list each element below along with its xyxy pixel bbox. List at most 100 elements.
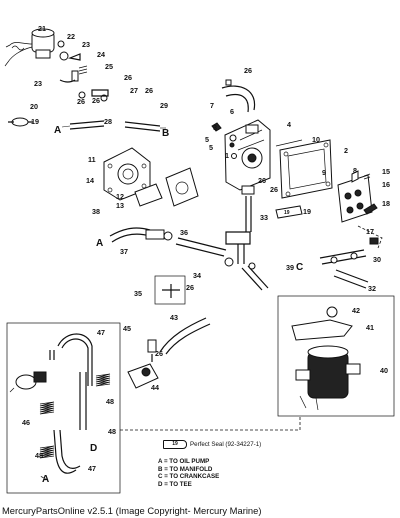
solenoid-valve: [4, 28, 55, 67]
callout-24: 24: [97, 50, 105, 59]
callout-15: 15: [382, 167, 390, 176]
callout-39: 39: [286, 263, 294, 272]
callout-26: 26: [258, 176, 266, 185]
callout-26: 26: [92, 96, 100, 105]
callout-33: 33: [260, 213, 268, 222]
callout-28: 28: [104, 117, 112, 126]
fuel-filter-40: [291, 306, 361, 411]
hose-47-assembly: [9, 333, 93, 474]
callout-3: 3: [213, 123, 217, 132]
clamp: [225, 79, 232, 86]
legend-line: D = TO TEE: [158, 480, 192, 488]
callout-47: 47: [97, 328, 105, 337]
gasket-2: [275, 139, 333, 199]
callout-26: 26: [77, 97, 85, 106]
callout-7: 7: [210, 101, 214, 110]
callout-36: 36: [180, 228, 188, 237]
callout-29: 29: [160, 101, 168, 110]
springs-48: [39, 373, 111, 459]
filter-box: [277, 295, 395, 417]
callout-5: 5: [209, 143, 213, 152]
hose-43: [159, 317, 211, 355]
callout-11: 11: [88, 155, 96, 164]
hose-26-top: [221, 85, 256, 113]
callout-30: 30: [373, 255, 381, 264]
callout-27: 27: [130, 86, 138, 95]
callout-14: 14: [86, 176, 94, 185]
callout-26: 26: [270, 185, 278, 194]
callout-26: 26: [124, 73, 132, 82]
connection-legend: A = TO OIL PUMP B = TO MANIFOLD C = TO C…: [158, 458, 219, 488]
hose-30-32: [319, 249, 369, 289]
callout-44: 44: [151, 383, 159, 392]
gasket-12: [134, 183, 163, 207]
legend-line: C = TO CRANKCASE: [158, 473, 220, 481]
fitting-37: [145, 229, 173, 241]
connection-letter-c: C: [296, 262, 303, 273]
callout-26: 26: [145, 86, 153, 95]
check-valve-44: [127, 339, 159, 389]
callout-2: 2: [344, 146, 348, 155]
leader-17: [357, 225, 383, 249]
callout-48: 48: [106, 397, 114, 406]
callout-10: 10: [312, 135, 320, 144]
callout-43: 43: [170, 313, 178, 322]
connection-letter-a: A: [96, 238, 103, 249]
callout-1: 1: [225, 151, 229, 160]
callout-32: 32: [368, 284, 376, 293]
callout-41: 41: [366, 323, 374, 332]
callout-17: 17: [366, 227, 374, 236]
callout-16: 16: [382, 180, 390, 189]
callout-20: 20: [30, 102, 38, 111]
callout-18: 18: [382, 199, 390, 208]
callout-42: 42: [352, 306, 360, 315]
callout-45: 45: [123, 324, 131, 333]
callout-22: 22: [67, 32, 75, 41]
callout-5: 5: [205, 135, 209, 144]
legend-line: B = TO MANIFOLD: [158, 465, 213, 473]
fitting-18: [369, 237, 379, 245]
callout-48: 48: [35, 451, 43, 460]
connection-letters: A B A C D A: [42, 125, 303, 485]
tee-and-hoses: [175, 231, 269, 291]
callout-4: 4: [287, 120, 291, 129]
callout-26: 26: [244, 66, 252, 75]
callout-13: 13: [116, 201, 124, 210]
callout-6: 6: [230, 107, 234, 116]
fittings-group-top: [8, 40, 109, 127]
seal-tube-label: 19: [163, 440, 187, 449]
callout-25: 25: [105, 62, 113, 71]
legend-line: A = TO OIL PUMP: [158, 458, 210, 465]
callout-19: 19: [31, 117, 39, 126]
callout-23: 23: [34, 79, 42, 88]
seal-text: Perfect Seal (92-34227-1): [190, 441, 262, 448]
connection-letter-b: B: [162, 128, 169, 139]
callout-35: 35: [134, 289, 142, 298]
callout-48: 48: [108, 427, 116, 436]
callout-38: 38: [92, 207, 100, 216]
connection-letter-a: A: [54, 125, 61, 136]
callout-9: 9: [322, 168, 326, 177]
callout-47: 47: [88, 464, 96, 473]
fuel-block-16: [337, 170, 378, 223]
hose-33: [245, 196, 252, 232]
hose-box: [6, 322, 121, 494]
tee-35-box: [154, 275, 186, 305]
callout-26: 26: [186, 283, 194, 292]
callout-21: 21: [38, 24, 46, 33]
callout-23: 23: [82, 40, 90, 49]
callout-40: 40: [380, 366, 388, 375]
hose-38: [109, 227, 151, 243]
connection-letter-d: D: [90, 443, 97, 454]
copyright-footer: MercuryPartsOnline v2.5.1 (Image Copyrig…: [2, 505, 262, 516]
connection-letter-a: A: [42, 474, 49, 485]
callout-26: 26: [155, 349, 163, 358]
callout-19: 19: [303, 207, 311, 216]
oil-pump-body: [211, 119, 271, 191]
svg-text:19: 19: [284, 210, 290, 216]
callout-12: 12: [116, 192, 124, 201]
leader-d: [39, 416, 301, 481]
gasket-13: [165, 167, 199, 207]
